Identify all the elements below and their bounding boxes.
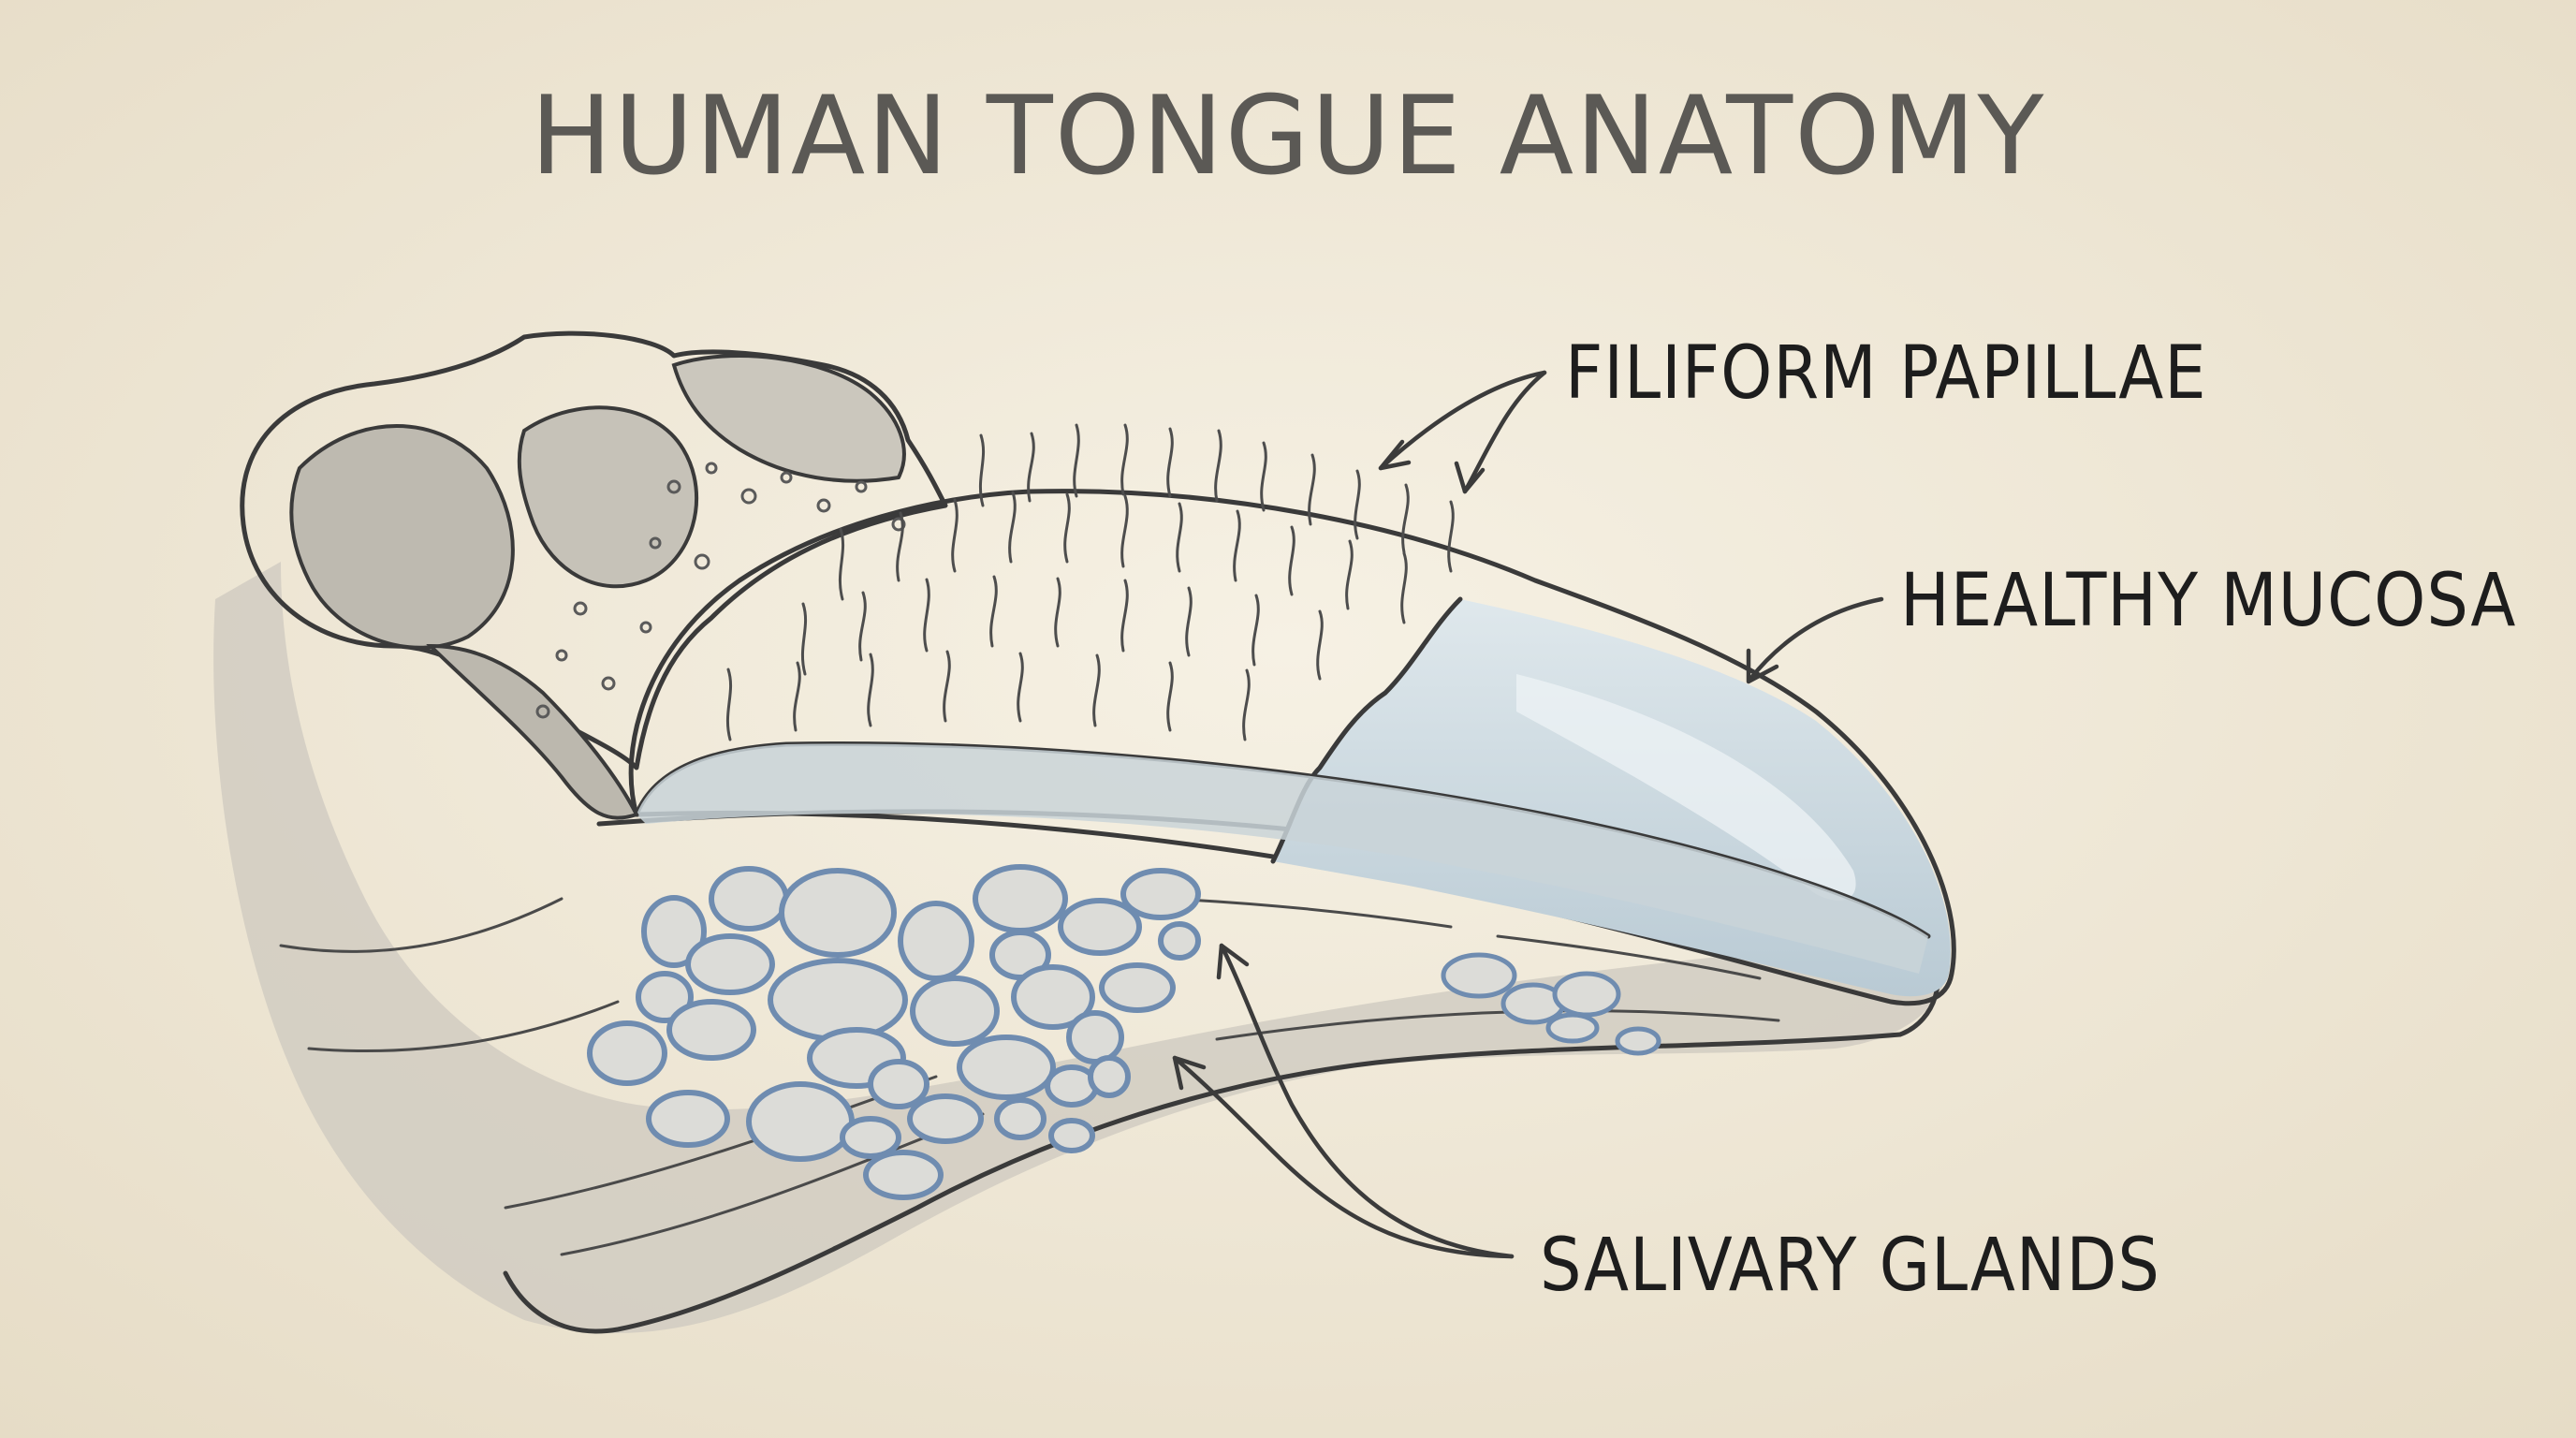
label-healthy-mucosa: HEALTHY MUCOSA <box>1900 559 2516 643</box>
tonsil-bump <box>671 354 906 483</box>
fold-left <box>426 643 639 820</box>
throat-cavity <box>289 424 515 650</box>
label-salivary-glands: SALIVARY GLANDS <box>1540 1224 2160 1308</box>
page-title: HUMAN TONGUE ANATOMY <box>531 73 2046 199</box>
lingual-tonsil-texture <box>535 462 906 719</box>
mucosa-highlight <box>1516 674 1856 901</box>
arrow-salivary-glands <box>1172 943 1515 1259</box>
salivary-glands-cluster <box>587 864 1201 1200</box>
salivary-glands-small <box>1441 952 1661 1056</box>
arrow-filiform-papillae <box>1378 370 1547 494</box>
side-band-fill <box>637 743 1928 974</box>
base-tissue <box>213 562 1948 1334</box>
arrow-healthy-mucosa <box>1746 596 1884 684</box>
label-filiform-papillae: FILIFORM PAPILLAE <box>1565 331 2207 416</box>
filiform-papillae <box>725 423 1455 741</box>
